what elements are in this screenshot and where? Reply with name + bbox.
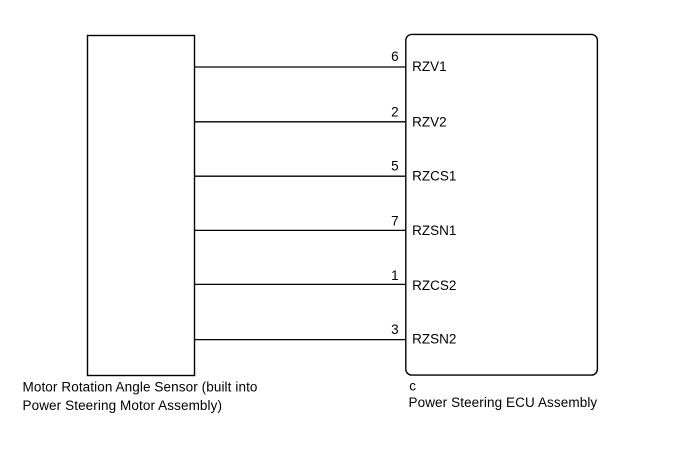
svg-text:7: 7 — [391, 213, 399, 228]
svg-text:5: 5 — [391, 158, 399, 173]
svg-text:1: 1 — [391, 268, 399, 283]
svg-text:RZCS2: RZCS2 — [412, 278, 456, 293]
svg-text:2: 2 — [391, 104, 399, 119]
svg-text:6: 6 — [391, 49, 399, 64]
svg-text:Motor Rotation Angle Sensor (b: Motor Rotation Angle Sensor (built into — [23, 380, 258, 395]
svg-text:3: 3 — [391, 322, 399, 337]
svg-text:Power Steering ECU Assembly: Power Steering ECU Assembly — [409, 395, 598, 410]
svg-text:RZV2: RZV2 — [412, 114, 447, 129]
svg-text:RZV1: RZV1 — [412, 59, 447, 74]
svg-text:RZCS1: RZCS1 — [412, 168, 456, 183]
svg-text:c: c — [409, 378, 416, 393]
svg-text:RZSN2: RZSN2 — [412, 332, 456, 347]
svg-text:Power Steering Motor Assembly): Power Steering Motor Assembly) — [23, 398, 223, 413]
svg-text:RZSN1: RZSN1 — [412, 223, 456, 238]
